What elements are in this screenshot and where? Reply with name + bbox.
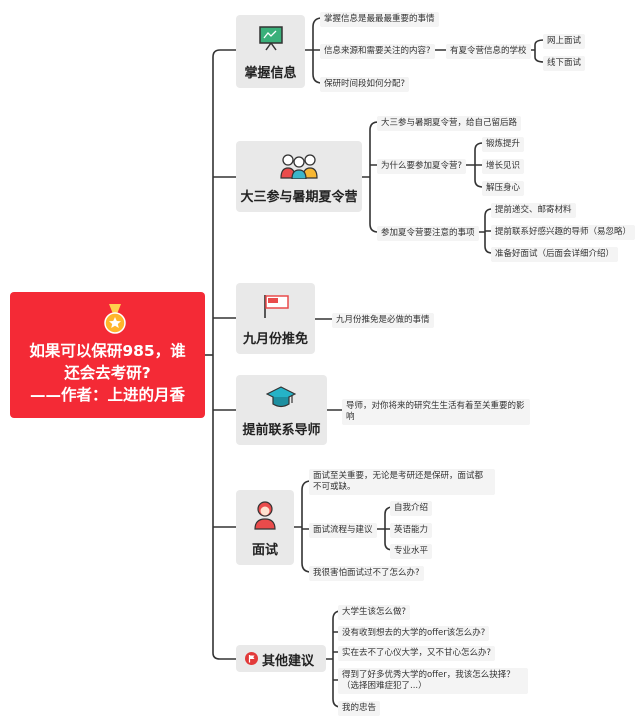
- topic-master-info[interactable]: 掌握信息: [236, 15, 305, 88]
- subtopic[interactable]: 大学生该怎么做?: [338, 605, 411, 620]
- subtopic[interactable]: 锻炼提升: [482, 137, 525, 152]
- subtopic[interactable]: 参加夏令营要注意的事项: [377, 226, 479, 241]
- subtopic[interactable]: 信息来源和需要关注的内容?: [320, 44, 435, 59]
- subtopic[interactable]: 我的忠告: [338, 701, 381, 716]
- topic-summer-camp[interactable]: 大三参与暑期夏令营: [236, 141, 362, 212]
- topic-label: 九月份推免: [242, 332, 308, 347]
- subtopic[interactable]: 九月份推免是必做的事情: [332, 313, 434, 328]
- subtopic[interactable]: 英语能力: [390, 523, 433, 538]
- subtopic[interactable]: 线下面试: [543, 56, 586, 71]
- central-topic-line: 如果可以保研985，谁: [29, 342, 186, 360]
- subtopic[interactable]: 我很害怕面试过不了怎么办?: [309, 566, 424, 581]
- topic-label: 面试: [251, 543, 278, 558]
- group-people-icon: [280, 154, 318, 179]
- topic-label: 掌握信息: [244, 66, 297, 81]
- subtopic[interactable]: 面试至关重要，无论是考研还是保研，面试都不可或缺。: [309, 469, 495, 495]
- subtopic[interactable]: 准备好面试（后面会详细介绍）: [491, 247, 619, 262]
- subtopic[interactable]: 有夏令营信息的学校: [446, 44, 531, 59]
- topic-contact-advisor[interactable]: 提前联系导师: [236, 375, 327, 445]
- presentation-board-icon: [259, 26, 283, 51]
- subtopic[interactable]: 没有收到想去的大学的offer该怎么办?: [338, 626, 490, 641]
- subtopic[interactable]: 自我介绍: [390, 501, 433, 516]
- topic-label: 其他建议: [262, 654, 315, 669]
- subtopic[interactable]: 提前递交、邮寄材料: [491, 203, 576, 218]
- topic-other-advice[interactable]: 其他建议: [236, 645, 326, 672]
- red-flag-badge-icon: [245, 652, 258, 665]
- graduation-cap-icon: [266, 386, 296, 408]
- topic-label: 提前联系导师: [242, 423, 321, 438]
- subtopic[interactable]: 导师，对你将来的研究生生活有着至关重要的影响: [342, 399, 530, 425]
- central-topic-line: ——作者：上进的月香: [29, 386, 185, 404]
- central-topic-line: 还会去考研?: [64, 364, 151, 382]
- subtopic[interactable]: 大三参与暑期夏令营，给自己留后路: [377, 116, 522, 131]
- subtopic[interactable]: 实在去不了心仪大学，又不甘心怎么办?: [338, 646, 496, 661]
- subtopic[interactable]: 得到了好多优秀大学的offer，我该怎么抉择？（选择困难症犯了...）: [338, 668, 528, 694]
- subtopic[interactable]: 解压身心: [482, 181, 525, 196]
- subtopic[interactable]: 面试流程与建议: [309, 523, 377, 538]
- flag-icon: [264, 295, 289, 318]
- subtopic[interactable]: 为什么要参加夏令营?: [377, 159, 467, 174]
- topic-september-recommendation[interactable]: 九月份推免: [236, 283, 315, 354]
- medal-icon: [104, 304, 126, 334]
- central-topic[interactable]: 如果可以保研985，谁 还会去考研? ——作者：上进的月香: [10, 292, 205, 418]
- subtopic[interactable]: 掌握信息是最最最重要的事情: [320, 12, 439, 27]
- topic-label: 大三参与暑期夏令营: [240, 190, 358, 205]
- subtopic[interactable]: 保研时间段如何分配?: [320, 77, 410, 92]
- subtopic[interactable]: 网上面试: [543, 34, 586, 49]
- subtopic[interactable]: 增长见识: [482, 159, 525, 174]
- topic-interview[interactable]: 面试: [236, 490, 294, 565]
- interviewer-icon: [254, 501, 276, 530]
- subtopic[interactable]: 专业水平: [390, 544, 433, 559]
- subtopic[interactable]: 提前联系好感兴趣的导师（易忽略）: [491, 225, 636, 240]
